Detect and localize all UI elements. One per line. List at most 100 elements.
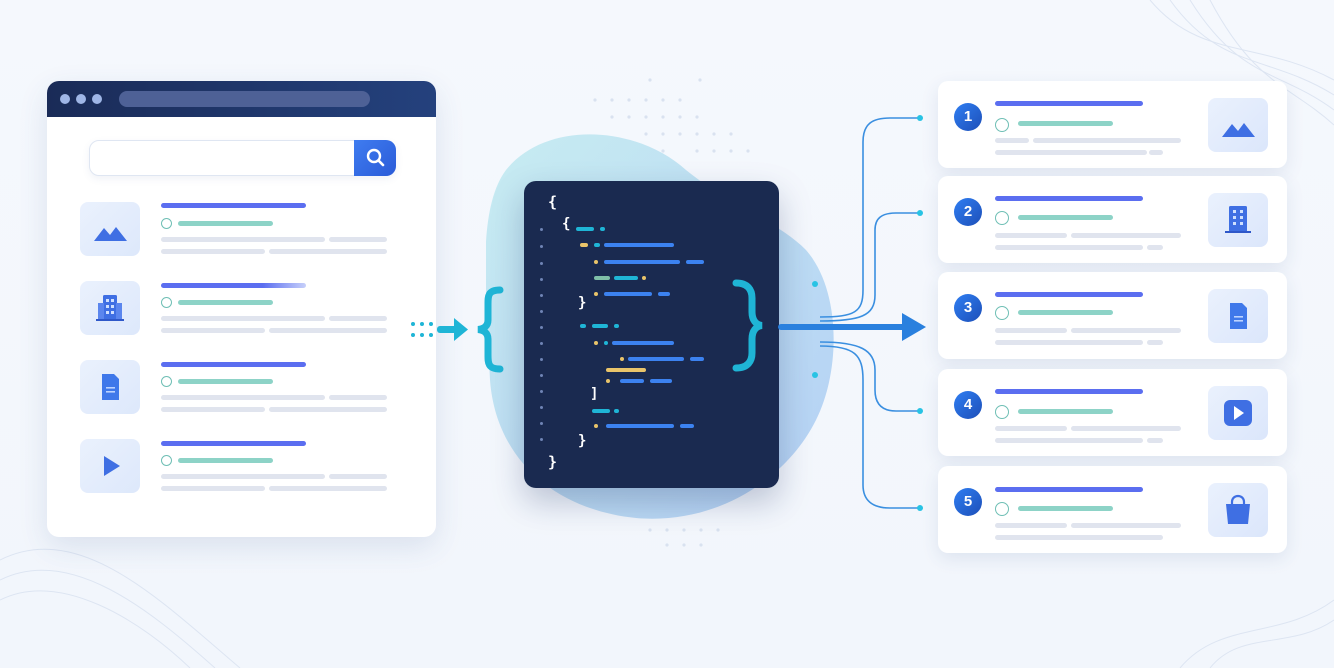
code-token: [628, 357, 684, 361]
result-snippet: [995, 233, 1067, 238]
result-snippet: [161, 395, 325, 400]
result-snippet: [995, 426, 1067, 431]
result-snippet: [269, 486, 387, 491]
code-token: [620, 357, 624, 361]
rank-badge: 4: [954, 391, 982, 419]
result-thumbnail[interactable]: [80, 281, 140, 335]
gutter-dot: [540, 245, 543, 248]
code-token: [600, 227, 605, 231]
code-brace: }: [578, 295, 587, 311]
result-thumbnail[interactable]: [80, 202, 140, 256]
globe-icon: [995, 306, 1009, 320]
code-token: [680, 424, 694, 428]
result-title[interactable]: [161, 283, 306, 288]
code-token: [604, 341, 608, 345]
result-title[interactable]: [995, 389, 1143, 394]
result-thumbnail[interactable]: [1208, 98, 1268, 152]
code-token: [592, 409, 610, 413]
code-token: [614, 409, 619, 413]
gutter-dot: [540, 326, 543, 329]
result-url: [178, 379, 273, 384]
result-url: [178, 221, 273, 226]
shopping-bag-icon: [1226, 494, 1250, 524]
gutter-dot: [540, 228, 543, 231]
gutter-dot: [540, 358, 543, 361]
gutter-dot: [540, 342, 543, 345]
result-card-5[interactable]: 5: [938, 466, 1287, 553]
code-token: [594, 243, 600, 247]
gutter-dot: [540, 422, 543, 425]
result-card-4[interactable]: 4: [938, 369, 1287, 456]
browser-window: [47, 81, 436, 537]
result-url: [1018, 310, 1113, 315]
gutter-dot: [540, 294, 543, 297]
play-icon: [104, 456, 120, 476]
window-dot: [60, 94, 70, 104]
code-token: [594, 260, 598, 264]
result-snippet: [1033, 138, 1181, 143]
input-arrow: [411, 286, 504, 373]
result-card-1[interactable]: 1: [938, 81, 1287, 168]
result-thumbnail[interactable]: [80, 360, 140, 414]
code-token: [580, 243, 588, 247]
result-url: [1018, 409, 1113, 414]
search-button[interactable]: [354, 140, 396, 176]
gutter-dot: [540, 438, 543, 441]
result-thumbnail[interactable]: [80, 439, 140, 493]
code-token: [594, 341, 598, 345]
result-title[interactable]: [995, 487, 1143, 492]
result-title[interactable]: [995, 292, 1143, 297]
result-title[interactable]: [161, 203, 306, 208]
result-snippet: [1147, 340, 1163, 345]
output-connectors: [732, 115, 926, 511]
result-title[interactable]: [161, 441, 306, 446]
result-title[interactable]: [161, 362, 306, 367]
result-card-2[interactable]: 2: [938, 176, 1287, 263]
gutter-dot: [540, 262, 543, 265]
result-snippet: [1071, 523, 1181, 528]
result-thumbnail[interactable]: [1208, 483, 1268, 537]
result-thumbnail[interactable]: [1208, 193, 1268, 247]
result-snippet: [329, 395, 387, 400]
code-token: [650, 379, 672, 383]
code-brace: }: [578, 433, 587, 449]
result-title[interactable]: [995, 196, 1143, 201]
search-input[interactable]: [89, 140, 396, 176]
code-token: [576, 227, 594, 231]
result-thumbnail[interactable]: [1208, 289, 1268, 343]
result-snippet: [1071, 426, 1181, 431]
globe-icon: [995, 405, 1009, 419]
result-snippet: [269, 328, 387, 333]
code-token: [614, 276, 638, 280]
result-snippet: [1147, 438, 1163, 443]
mountain-icon: [1222, 123, 1255, 137]
right-brace: [732, 279, 763, 372]
code-token: [594, 276, 610, 280]
address-bar[interactable]: [119, 91, 370, 107]
rank-badge: 5: [954, 488, 982, 516]
rank-badge: 3: [954, 294, 982, 322]
result-snippet: [161, 486, 265, 491]
result-thumbnail[interactable]: [1208, 386, 1268, 440]
result-snippet: [161, 237, 325, 242]
result-snippet: [161, 474, 325, 479]
code-close-brace: }: [548, 453, 558, 471]
code-open-brace: {: [548, 193, 558, 211]
document-icon: [1230, 303, 1247, 329]
result-url: [178, 300, 273, 305]
gutter-dot: [540, 374, 543, 377]
left-brace: [477, 286, 504, 373]
result-snippet: [161, 328, 265, 333]
code-token: [658, 292, 670, 296]
code-token: [686, 260, 704, 264]
result-card-3[interactable]: 3: [938, 272, 1287, 359]
code-token: [620, 379, 644, 383]
result-snippet: [1071, 233, 1181, 238]
code-bracket: ]: [590, 386, 599, 402]
globe-icon: [161, 376, 172, 387]
result-snippet: [329, 237, 387, 242]
result-title[interactable]: [995, 101, 1143, 106]
result-snippet: [161, 407, 265, 412]
result-url: [1018, 215, 1113, 220]
